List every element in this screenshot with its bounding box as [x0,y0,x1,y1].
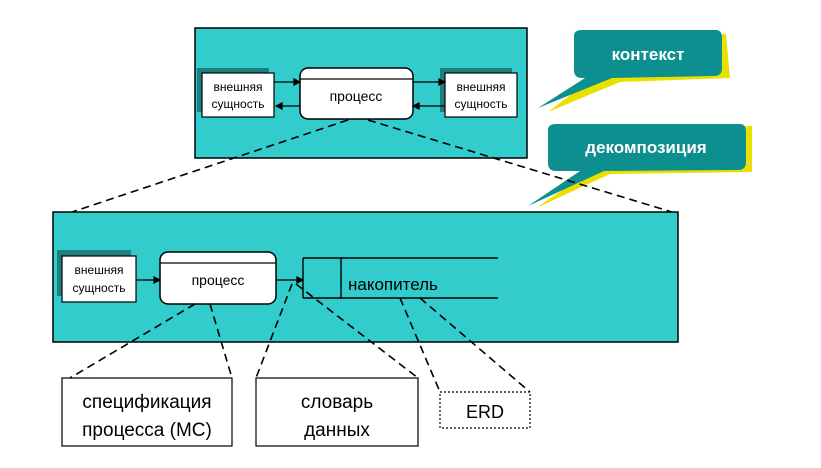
process-box [159,251,277,305]
arrowhead [274,102,283,110]
arrowhead [411,102,420,110]
connector-line [71,119,349,213]
entity-label-line1: внешняя [214,80,263,94]
callout-context: контекст [538,30,730,112]
entity-label-line1: внешняя [457,80,506,94]
connector-line [255,283,293,379]
callout-decomposition-label: декомпозиция [585,138,706,157]
store-fill [303,258,498,298]
arrowhead [153,276,162,284]
callout-decomposition: декомпозиция [528,124,752,208]
context-flows [274,78,447,110]
artifact-label-line2: данных [304,420,370,441]
entity-label-line2: сущность [212,97,265,111]
artifact-box [439,391,531,429]
entity-label-line1: внешняя [75,263,124,277]
decomposition-external-entity: внешняя сущность [57,250,137,303]
artifact-box [61,377,233,447]
entity-box [444,72,518,118]
artifact-box [255,377,419,447]
connector-line [419,297,531,393]
process-box [299,67,414,120]
arrowhead [296,276,305,284]
decomposition-process: процесс [159,251,277,305]
process-label: процесс [192,272,245,288]
callout-bubble [538,30,722,108]
artifact-data-dictionary: словарь данных [255,377,419,447]
context-external-entity-left: внешняя сущность [197,68,275,118]
decomposition-flows [136,276,305,284]
context-process: процесс [299,67,414,120]
decomposition-connectors [71,119,673,213]
decomposition-panel: внешняя сущность процесс накопитель [52,211,679,343]
callout-bubble [528,124,746,206]
context-external-entity-right: внешняя сущность [440,68,518,118]
arrowhead [293,78,302,86]
artifact-label-line1: словарь [301,392,373,413]
process-label: процесс [330,88,383,104]
arrowhead [438,78,447,86]
connector-line [69,303,196,379]
artifact-erd: ERD [439,391,531,429]
context-panel: внешняя сущность процесс внешняя сущност… [194,27,528,159]
artifact-process-specification: спецификация процесса (МС) [61,377,233,447]
connector-line [399,297,441,393]
artifact-label-line2: процесса (МС) [82,420,212,441]
connector-line [367,119,673,213]
decomposition-data-store: накопитель [302,257,498,299]
artifact-connectors [69,283,531,393]
entity-box [201,72,275,118]
callout-context-label: контекст [612,45,685,64]
entity-box [61,255,137,303]
entity-label-line2: сущность [73,281,126,295]
entity-label-line2: сущность [455,97,508,111]
artifact-label-line1: спецификация [82,392,211,413]
erd-label: ERD [466,402,504,422]
data-store-label: накопитель [348,275,438,294]
